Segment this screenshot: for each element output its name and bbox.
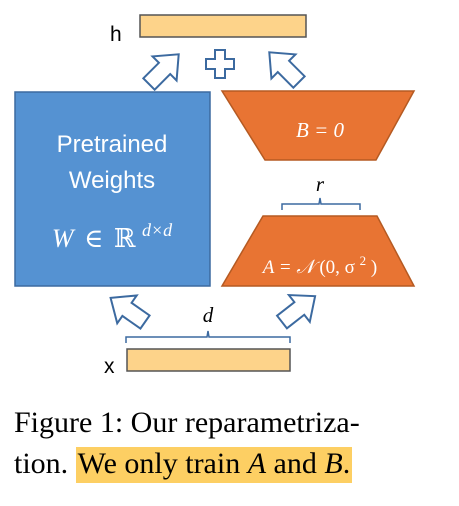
input-vector: [126, 348, 291, 372]
caption-line-1: Figure 1: Our reparametriza-: [14, 402, 454, 443]
output-vector: [139, 14, 307, 38]
arrow-input-to-a-icon: [275, 293, 317, 330]
pretrained-label-line1: Pretrained: [57, 131, 168, 158]
arrow-up-left-icon: [141, 53, 180, 92]
pretrained-weights-block: [14, 91, 211, 287]
lora-diagram: h Pretrained Weights W ∈ ℝ d×d B = 0 r A…: [14, 14, 416, 378]
matrix-a-formula: A = 𝒩 (0, σ 2 ): [261, 249, 377, 278]
output-label: h: [110, 23, 122, 46]
arrow-up-right-icon: [268, 51, 307, 90]
pretrained-formula: W ∈ ℝ d×d: [52, 220, 173, 253]
matrix-a-block: [220, 215, 416, 287]
caption-highlight: We only train A and B.: [75, 447, 353, 483]
caption-text-2: tion.: [14, 447, 69, 480]
figure-caption: Figure 1: Our reparametriza- tion. We on…: [14, 402, 454, 484]
caption-figure-label: Figure 1:: [14, 406, 124, 439]
rank-label: r: [316, 172, 325, 196]
matrix-b-block: [220, 90, 416, 161]
caption-text-1: Our reparametriza-: [130, 406, 360, 439]
plus-icon: [205, 49, 235, 79]
pretrained-label-line2: Weights: [69, 167, 155, 194]
input-dim-brace: [125, 330, 291, 343]
caption-line-2: tion. We only train A and B.: [14, 443, 454, 484]
matrix-b-formula: B = 0: [296, 118, 344, 142]
arrow-input-to-pretrained-icon: [109, 294, 151, 330]
rank-brace: [281, 197, 361, 210]
input-label: x: [104, 355, 115, 378]
input-dim-label: d: [203, 303, 214, 327]
